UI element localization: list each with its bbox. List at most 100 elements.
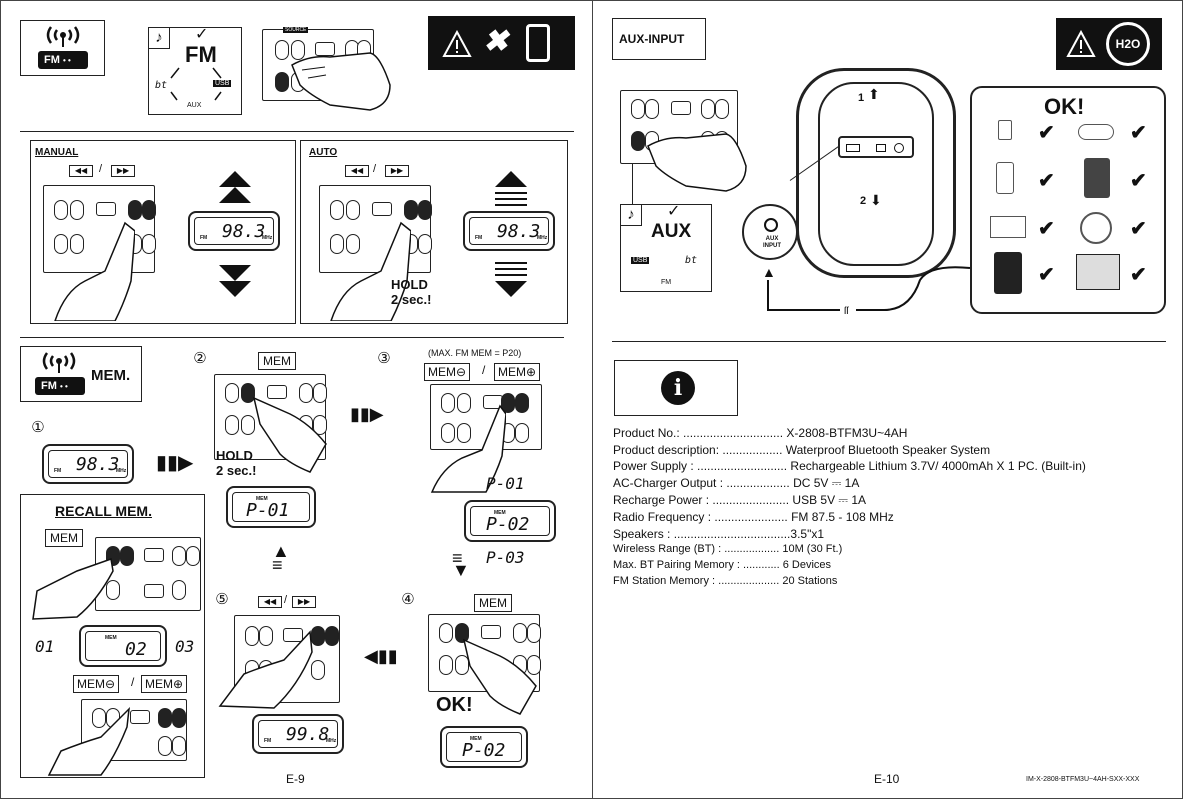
preset-value: P-01 — [246, 500, 290, 521]
ok-label: OK! — [1044, 94, 1085, 119]
ok-label: OK! — [436, 694, 473, 716]
spec-product-no: Product No.: ...........................… — [613, 426, 907, 440]
up-arrows-outline-icon — [495, 171, 527, 206]
fm-mem-icon-box: FM • • MEM. — [20, 346, 142, 402]
no-water-icon: H2O — [1106, 22, 1150, 66]
spec-label: Wireless Range (BT) : .................. — [613, 543, 780, 555]
smartphone-icon — [996, 162, 1014, 194]
step-2-arrow-label: 2 — [860, 195, 867, 207]
spec-label: Speakers : .............................… — [613, 527, 791, 541]
slash-label: / — [284, 594, 288, 606]
freq-lcd-auto: FM 98.3 MHz — [463, 211, 555, 251]
fm-mode-cycle: ♪ ✓ FM bt USB AUX — [148, 26, 242, 115]
ipod-icon — [1084, 158, 1110, 198]
auto-tuning-box: AUTO ◀◀ / ▶▶ HOLD 2 sec.! FM 98.3 MHz — [300, 140, 568, 324]
aux-input-label: AUX-INPUT — [619, 32, 685, 46]
pointing-hand-icon — [47, 707, 130, 776]
mp3-player-icon — [998, 120, 1012, 140]
mid-rule — [20, 337, 564, 338]
info-icon: i — [661, 371, 695, 405]
pointing-hand-icon — [462, 638, 537, 715]
new-freq-value: 99.8 — [286, 724, 330, 745]
recall-mem-box: RECALL MEM. MEM 01 MEM 02 03 MEM⊖ / MEM⊕ — [20, 494, 205, 778]
spec-label: Radio Frequency : ...................... — [613, 510, 788, 524]
right-rule — [612, 341, 1166, 342]
laptop-dvd-icon — [990, 216, 1026, 238]
slash-label: / — [131, 675, 135, 689]
mem-minus-label: MEM⊖ — [73, 675, 120, 693]
pointing-hand-icon — [647, 133, 747, 192]
spec-value: X-2808-BTFM3U~4AH — [786, 426, 908, 440]
model-code: IM-X-2808-BTFM3U~4AH-SXX-XXX — [1026, 776, 1140, 783]
aux-socket-magnifier: AUX INPUT — [742, 204, 798, 260]
port-panel — [838, 136, 914, 158]
down-arrow-icon: ≡▼ — [452, 548, 470, 580]
checkmark-icon: ✔ — [1130, 264, 1147, 286]
manual-tuning-box: MANUAL ◀◀ / ▶▶ FM 98.3 MHz — [30, 140, 296, 324]
spec-value: FM 87.5 - 108 MHz — [791, 510, 894, 524]
spec-value: 6 Devices — [782, 559, 832, 571]
manual-label: MANUAL — [35, 147, 79, 158]
step-3-number: ③ — [377, 350, 391, 367]
mode-usb: USB — [213, 80, 232, 87]
recall-title: RECALL MEM. — [55, 503, 152, 519]
step-1-arrow-label: 1 — [858, 92, 865, 104]
checkmark-icon: ✔ — [1130, 122, 1147, 144]
recall-next: 03 — [175, 637, 195, 656]
checkmark-icon: ✔ — [1038, 264, 1055, 286]
game-device-icon — [1078, 124, 1114, 140]
fm-badge: FM • • — [35, 377, 85, 395]
lcd-mhz-tag: MHz — [326, 738, 337, 744]
freq-value: 98.3 — [497, 221, 541, 242]
up-arrows-icon — [219, 171, 251, 203]
h2o-label: H2O — [1115, 37, 1141, 51]
preset-value: P-02 — [486, 514, 530, 535]
lcd-fm-tag: FM — [264, 738, 272, 744]
step-1-number: ① — [31, 419, 45, 436]
spec-label: Power Supply : .........................… — [613, 459, 788, 473]
spec-label: AC-Charger Output : ................... — [613, 476, 790, 490]
aux-socket-icon — [764, 218, 778, 232]
checkmark-icon: ✔ — [1038, 218, 1055, 240]
compatible-devices-box: OK! ✔ ✔ ✔ ✔ ✔ ✔ ✔ ✔ — [970, 86, 1166, 314]
lcd-mem-tag: MEM — [494, 510, 506, 516]
step-2-lcd: MEM P-01 — [226, 486, 316, 528]
mode-aux: AUX — [651, 221, 692, 242]
portable-player-icon — [994, 252, 1022, 294]
spec-radio: Radio Frequency : ......................… — [613, 510, 894, 524]
cd-player-icon — [1080, 212, 1112, 244]
lcd-mhz-tag: MHz — [262, 235, 273, 241]
step-5-lcd: FM 99.8 MHz — [252, 714, 344, 754]
aux-input-label-box: AUX-INPUT — [612, 18, 706, 60]
spec-fm-memory: FM Station Memory : ....................… — [613, 575, 837, 587]
spec-value: 3.5"x1 — [790, 527, 825, 541]
step-arrow-left-icon: ◀▮▮ — [364, 646, 398, 666]
svg-text:ſſ: ſſ — [844, 306, 849, 317]
spec-pairing: Max. BT Pairing Memory : ............ 6 … — [613, 559, 831, 571]
spec-value: USB 5V ⎓ 1A — [792, 493, 867, 507]
checkmark-icon: ✔ — [1130, 218, 1147, 240]
mode-aux: AUX — [187, 102, 202, 109]
step-arrow-icon: ▮▮▶ — [350, 404, 384, 424]
freq-value: 98.3 — [222, 221, 266, 242]
warning-banner: ✖ — [428, 16, 575, 70]
prev-button-icon: ◀◀ — [258, 596, 282, 608]
mode-bt: bt — [685, 255, 698, 266]
slash-label: / — [99, 163, 103, 175]
lcd-fm-tag: FM — [54, 468, 62, 474]
spec-label: Product description: .................. — [613, 443, 783, 457]
spec-value: 20 Stations — [782, 575, 838, 587]
pointing-hand-icon — [291, 52, 391, 111]
spec-label: Max. BT Pairing Memory : ............ — [613, 559, 780, 571]
mode-fm: FM — [661, 279, 672, 286]
lcd-mhz-tag: MHz — [537, 235, 548, 241]
next-button-icon: ▶▶ — [111, 165, 135, 177]
recall-lcd: MEM 02 — [79, 625, 167, 667]
step-arrow-icon: ▮▮▶ — [156, 452, 194, 474]
prev-button-icon: ◀◀ — [69, 165, 93, 177]
mem-plus-label: MEM⊕ — [141, 675, 188, 693]
control-panel-recall — [95, 537, 201, 611]
pointing-hand-icon — [32, 557, 114, 620]
water-warning-banner: H2O — [1056, 18, 1162, 70]
spec-description: Product description: .................. … — [613, 443, 990, 457]
